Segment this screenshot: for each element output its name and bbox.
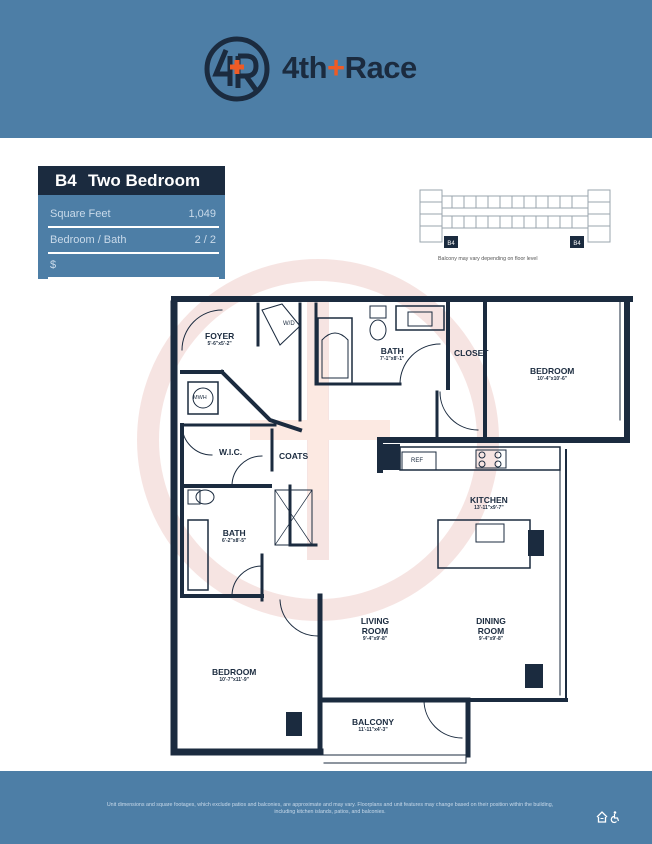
- footer-band: [0, 771, 652, 844]
- unit-spec-card: B4 Two Bedroom Square Feet 1,049 Bedroom…: [38, 166, 225, 279]
- keyplan-label-right: B4: [573, 241, 581, 247]
- spec-row-price: $: [48, 253, 219, 279]
- header-band: 4th+Race: [0, 0, 652, 138]
- disclaimer-text: Unit dimensions and square footages, whi…: [106, 802, 554, 815]
- keyplan-note: Balcony may vary depending on floor leve…: [438, 256, 538, 262]
- equal-housing-accessibility-icon: [596, 811, 620, 824]
- room-closet: CLOSET: [454, 348, 489, 358]
- water-heater-label: MWH: [193, 395, 207, 401]
- room-wic: W.I.C.: [219, 447, 243, 457]
- brand-monogram-icon: [204, 36, 270, 102]
- unit-code: B4: [55, 171, 77, 190]
- washer-dryer-label: W/D: [283, 321, 295, 327]
- unit-name: Two Bedroom: [88, 171, 201, 190]
- spec-row-square-feet: Square Feet 1,049: [48, 202, 219, 228]
- brand-wordmark: 4th+Race: [282, 50, 417, 85]
- key-plan: B4 B4: [412, 186, 618, 268]
- unit-title: B4 Two Bedroom: [38, 166, 225, 195]
- room-coats: COATS: [279, 451, 309, 461]
- brand-logo: 4th+Race: [204, 36, 464, 106]
- keyplan-label-left: B4: [447, 241, 455, 247]
- refrigerator-label: REF: [411, 458, 423, 464]
- spec-row-bed-bath: Bedroom / Bath 2 / 2: [48, 228, 219, 254]
